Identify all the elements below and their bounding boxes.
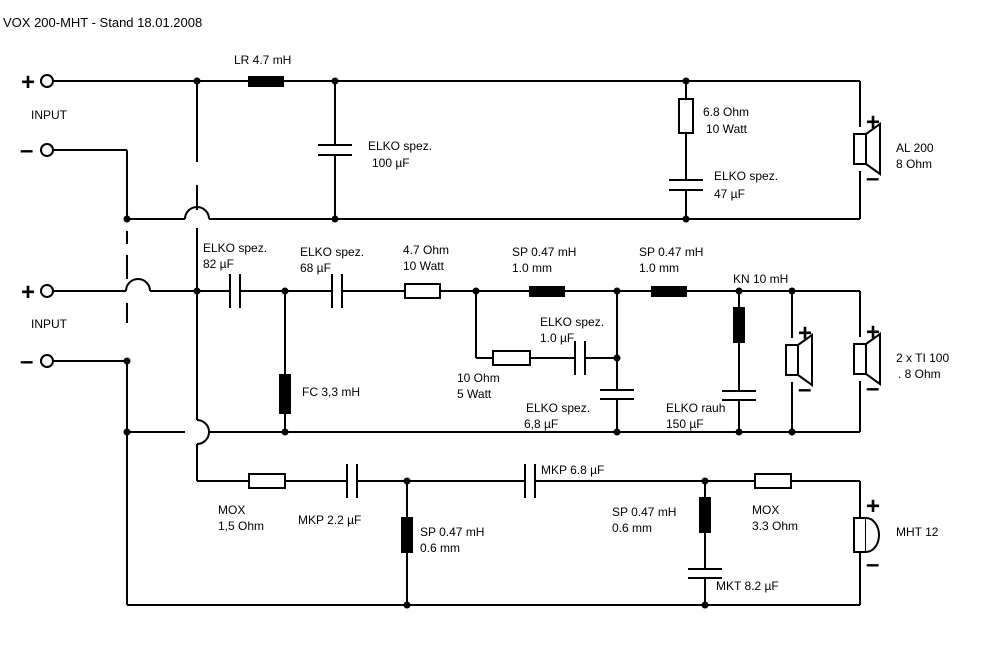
- inductor-fc33: [279, 374, 291, 414]
- sp06-1-label-2: 0.6 mm: [420, 541, 460, 555]
- ti100-inner-plus: +: [798, 320, 812, 347]
- elko-68uf-label-2: 6,8 µF: [524, 417, 558, 431]
- capacitor-mkt-8-2: [688, 568, 722, 579]
- res-68-label-1: 6.8 Ohm: [703, 105, 749, 119]
- al200-plus: +: [866, 109, 880, 136]
- sp06-2-label-2: 0.6 mm: [612, 521, 652, 535]
- elko-150-label-1: ELKO rauh: [666, 401, 725, 415]
- input-terminals: + – INPUT + – INPUT: [20, 69, 68, 375]
- resistor-mox-3-3: [754, 473, 792, 489]
- resistor-6-8-ohm: [678, 98, 694, 134]
- resistor-10-ohm: [492, 350, 531, 366]
- terminal-2-minus-sign: –: [20, 348, 33, 375]
- terminal-1-plus: [40, 74, 54, 88]
- elko-1-label-2: 1.0 µF: [540, 331, 574, 345]
- speaker-mht12-icon: [853, 517, 880, 553]
- elko-100-label-1: ELKO spez.: [368, 139, 432, 153]
- mht12-minus: –: [866, 551, 879, 578]
- terminal-1-minus: [40, 143, 54, 157]
- res-68-label-2: 10 Watt: [706, 122, 748, 136]
- inductor-sp047-1: [529, 286, 565, 297]
- lr-label: LR 4.7 mH: [234, 53, 291, 67]
- elko-68uf-label-1: ELKO spez.: [526, 401, 590, 415]
- speaker-al200-icon: [853, 122, 881, 176]
- res-47-label-1: 4.7 Ohm: [403, 243, 449, 257]
- elko-68-label-2: 68 µF: [300, 261, 331, 275]
- mox2-label-1: MOX: [752, 503, 779, 517]
- capacitor-mkp-2-2: [346, 464, 358, 498]
- terminal-2-minus: [40, 354, 54, 368]
- elko-150-label-2: 150 µF: [666, 417, 704, 431]
- capacitor-mkp-6-8: [524, 464, 536, 498]
- resistor-mox-1-5: [248, 473, 286, 489]
- capacitor-6-8uf: [600, 389, 634, 400]
- input-2-label: INPUT: [31, 317, 68, 331]
- capacitor-47uf: [669, 179, 703, 191]
- input-1-label: INPUT: [31, 108, 68, 122]
- ti100-label-2: . 8 Ohm: [898, 367, 941, 381]
- ti100-outer-minus: –: [866, 375, 879, 402]
- diagram-title: VOX 200-MHT - Stand 18.01.2008: [3, 15, 202, 30]
- capacitor-1uf: [574, 341, 586, 375]
- mox1-label-1: MOX: [218, 503, 245, 517]
- elko-68-label-1: ELKO spez.: [300, 245, 364, 259]
- sp2-label-1: SP 0.47 mH: [639, 245, 703, 259]
- sp1-label-2: 1.0 mm: [512, 261, 552, 275]
- al200-minus: –: [866, 165, 879, 192]
- al200-label-1: AL 200: [896, 141, 934, 155]
- speaker-ti100-outer-icon: [853, 332, 881, 386]
- elko-47-label-2: 47 µF: [714, 187, 745, 201]
- speaker-ti100-inner-icon: [785, 333, 813, 387]
- elko-1-label-1: ELKO spez.: [540, 315, 604, 329]
- terminal-1-minus-sign: –: [20, 137, 33, 164]
- elko-100-label-2: 100 µF: [372, 156, 410, 170]
- al200-label-2: 8 Ohm: [896, 157, 932, 171]
- terminal-2-plus-sign: +: [21, 279, 35, 306]
- inductor-sp047-2: [651, 286, 687, 297]
- mht12-plus: +: [866, 493, 880, 520]
- junction-dots: [123, 77, 796, 609]
- sp06-1-label-1: SP 0.47 mH: [420, 525, 484, 539]
- fc-label: FC 3,3 mH: [302, 385, 360, 399]
- inductor-lr: [248, 76, 284, 87]
- ti100-label-1: 2 x TI 100: [896, 351, 949, 365]
- inductor-sp047-06-2: [699, 497, 711, 533]
- ti100-inner-minus: –: [798, 376, 811, 403]
- elko-47-label-1: ELKO spez.: [714, 169, 778, 183]
- mkp68-label: MKP 6.8 µF: [541, 463, 604, 477]
- capacitor-150uf: [722, 390, 756, 401]
- elko-82-label-2: 82 µF: [203, 257, 234, 271]
- capacitor-100uf: [318, 144, 352, 156]
- mht12-label: MHT 12: [896, 525, 939, 539]
- sp1-label-1: SP 0.47 mH: [512, 245, 576, 259]
- elko-82-label-1: ELKO spez.: [203, 241, 267, 255]
- res-10-label-1: 10 Ohm: [457, 371, 500, 385]
- inductor-kn10: [733, 307, 745, 343]
- capacitor-68uf: [331, 274, 343, 308]
- res-47-label-2: 10 Watt: [403, 259, 445, 273]
- ti100-outer-plus: +: [866, 319, 880, 346]
- mox2-label-2: 3.3 Ohm: [752, 519, 798, 533]
- res-10-label-2: 5 Watt: [457, 387, 492, 401]
- kn-label: KN 10 mH: [733, 272, 788, 286]
- resistor-4-7-ohm: [404, 283, 441, 299]
- inductor-sp047-06-1: [401, 517, 413, 553]
- mkp22-label: MKP 2.2 µF: [298, 513, 361, 527]
- terminal-1-plus-sign: +: [21, 69, 35, 96]
- sp06-2-label-1: SP 0.47 mH: [612, 505, 676, 519]
- capacitor-82uf: [229, 274, 241, 308]
- sp2-label-2: 1.0 mm: [639, 261, 679, 275]
- mox1-label-2: 1,5 Ohm: [218, 519, 264, 533]
- mkt82-label: MKT 8.2 µF: [716, 579, 779, 593]
- terminal-2-plus: [40, 284, 54, 298]
